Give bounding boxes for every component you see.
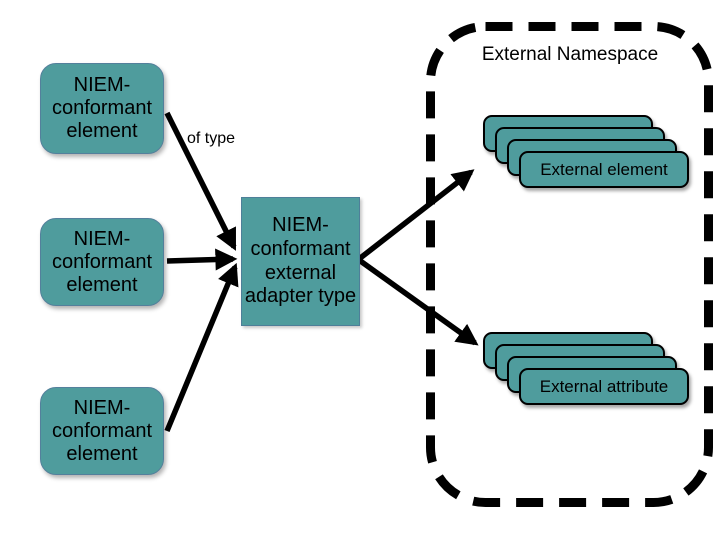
external-attribute-stack-front: External attribute [519,368,689,405]
arrow-element2-to-adapter [166,248,238,271]
arrow-element3-to-adapter [164,262,239,433]
niem-adapter-type-node: NIEM-conformant external adapter type [241,197,360,326]
external-element-stack-front: External element [519,151,689,188]
of-type-edge-label: of type [187,130,236,147]
external-attribute-stack: External attribute [483,332,690,406]
niem-conformant-element-node-3: NIEM-conformant element [40,387,164,475]
arrow-adapter-to-external-attribute [357,257,479,346]
external-namespace-title: External Namespace [481,44,659,65]
arrow-of-type [164,111,237,251]
niem-conformant-element-node-2: NIEM-conformant element [40,218,164,306]
niem-conformant-element-node-1: NIEM-conformant element [40,63,164,154]
arrow-adapter-to-external-element [357,169,475,262]
external-namespace-boundary [426,22,713,507]
external-element-stack: External element [483,115,690,189]
